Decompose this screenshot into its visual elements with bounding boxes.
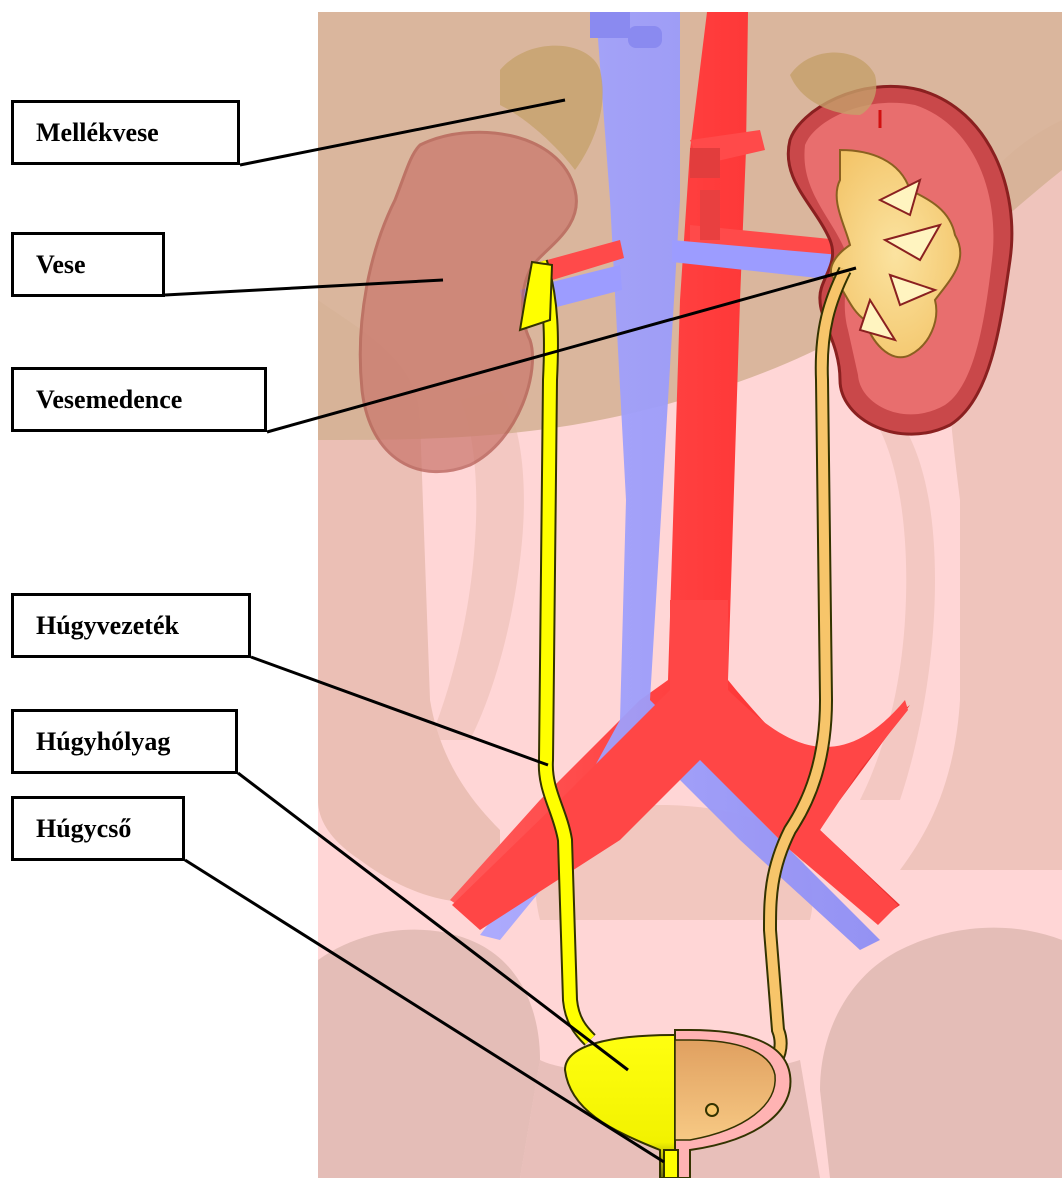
urethra bbox=[664, 1150, 678, 1178]
label-ureter: Húgyvezeték bbox=[11, 593, 251, 658]
label-renal-pelvis: Vesemedence bbox=[11, 367, 267, 432]
label-adrenal-gland: Mellékvese bbox=[11, 100, 240, 165]
label-kidney: Vese bbox=[11, 232, 165, 297]
label-bladder: Húgyhólyag bbox=[11, 709, 238, 774]
label-urethra: Húgycső bbox=[11, 796, 185, 861]
